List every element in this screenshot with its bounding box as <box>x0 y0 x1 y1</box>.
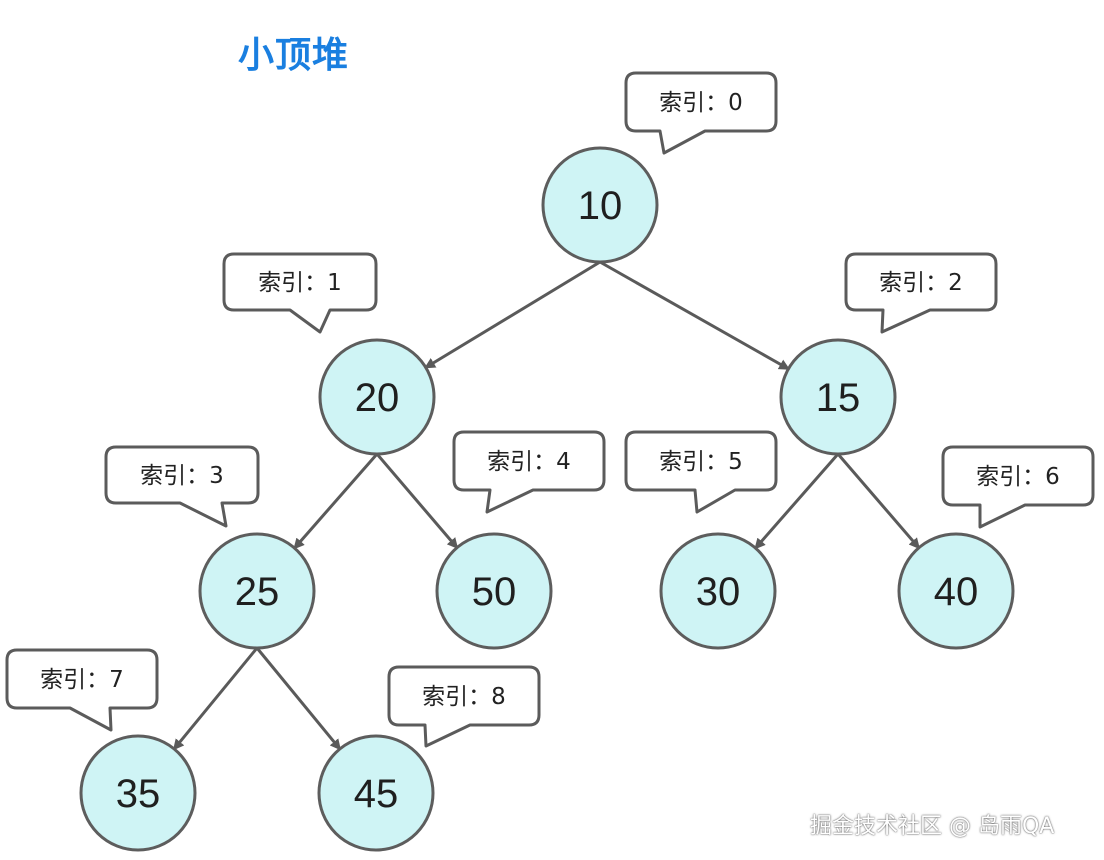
node-value: 20 <box>355 376 400 420</box>
node-value: 30 <box>696 570 741 614</box>
edge-0-to-2 <box>599 260 791 371</box>
edge-0-to-1 <box>424 260 601 369</box>
index-label: 索引：4 <box>487 449 571 475</box>
edge-1-to-3 <box>293 453 379 550</box>
node-circle <box>318 338 436 456</box>
edge-2-to-6 <box>836 453 920 550</box>
heap-node-7: 35 <box>79 734 197 852</box>
callout-bubble <box>624 430 778 514</box>
heap-node-0: 10 <box>541 146 659 264</box>
index-label: 索引：3 <box>140 463 224 489</box>
index-callout-6: 索引：6 <box>941 445 1095 529</box>
heap-node-6: 40 <box>897 532 1015 650</box>
index-callout-4: 索引：4 <box>452 430 606 514</box>
node-circle <box>541 146 659 264</box>
node-circle <box>897 532 1015 650</box>
edge-2-to-5 <box>754 453 840 550</box>
node-value: 45 <box>354 772 399 816</box>
node-value: 40 <box>934 570 979 614</box>
watermark: 掘金技术社区 @ 岛雨QA <box>810 814 1055 839</box>
callout-bubble <box>387 665 541 748</box>
node-circle <box>659 532 777 650</box>
heap-node-2: 15 <box>779 338 897 456</box>
index-label: 索引：0 <box>659 90 743 116</box>
node-circle <box>79 734 197 852</box>
node-circle <box>317 734 435 852</box>
callout-bubble <box>104 445 260 528</box>
index-callout-0: 索引：0 <box>624 71 778 155</box>
index-label: 索引：1 <box>258 270 342 296</box>
callouts-layer: 索引：0 索引：1 索引：2 索引：3 索引：4 索引：5 索引：6 索引：7 索引：8 <box>5 71 1095 748</box>
nodes-layer: 10 20 15 25 50 30 40 35 45 <box>79 146 1015 852</box>
index-callout-3: 索引：3 <box>104 445 260 528</box>
index-label: 索引：5 <box>659 449 743 475</box>
heap-node-5: 30 <box>659 532 777 650</box>
edges-layer <box>172 260 920 751</box>
edge-1-to-4 <box>375 453 459 550</box>
node-value: 25 <box>235 570 280 614</box>
node-value: 35 <box>116 772 161 816</box>
index-callout-2: 索引：2 <box>844 252 998 334</box>
index-label: 索引：2 <box>879 270 963 296</box>
node-value: 10 <box>578 184 623 228</box>
node-value: 15 <box>816 376 861 420</box>
diagram-title: 小顶堆 <box>238 35 350 76</box>
index-callout-1: 索引：1 <box>222 252 378 334</box>
heap-node-4: 50 <box>435 532 553 650</box>
node-circle <box>435 532 553 650</box>
callout-bubble <box>624 71 778 155</box>
index-label: 索引：7 <box>40 667 124 693</box>
node-value: 50 <box>472 570 517 614</box>
edge-3-to-8 <box>255 647 342 751</box>
index-label: 索引：6 <box>976 464 1060 490</box>
heap-node-3: 25 <box>198 532 316 650</box>
node-circle <box>198 532 316 650</box>
index-callout-7: 索引：7 <box>5 648 159 732</box>
callout-bubble <box>452 430 606 514</box>
heap-node-1: 20 <box>318 338 436 456</box>
callout-bubble <box>941 445 1095 529</box>
heap-node-8: 45 <box>317 734 435 852</box>
index-label: 索引：8 <box>422 684 506 710</box>
edge-3-to-7 <box>172 647 259 751</box>
node-circle <box>779 338 897 456</box>
callout-bubble <box>222 252 378 334</box>
callout-bubble <box>5 648 159 732</box>
callout-bubble <box>844 252 998 334</box>
index-callout-8: 索引：8 <box>387 665 541 748</box>
index-callout-5: 索引：5 <box>624 430 778 514</box>
